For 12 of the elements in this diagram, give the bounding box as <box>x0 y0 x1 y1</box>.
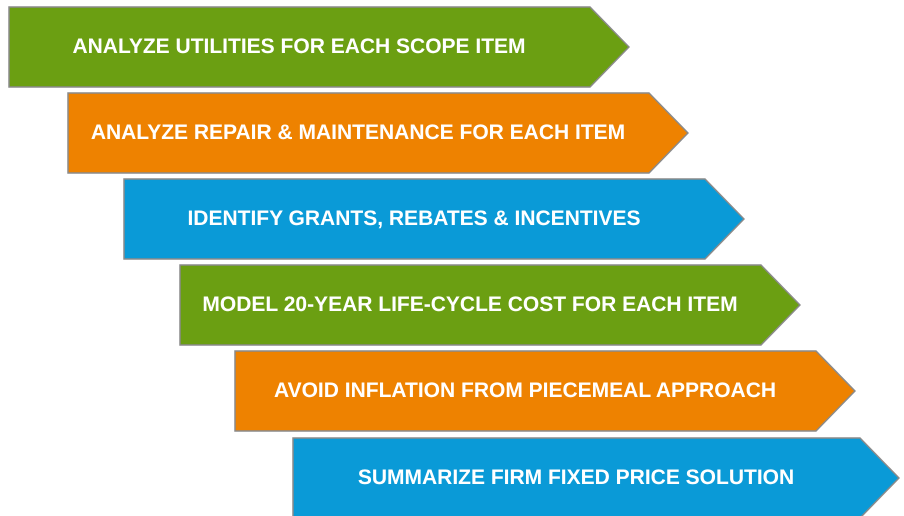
step-text: MODEL 20-YEAR LIFE-CYCLE COST FOR EACH ITEM <box>201 293 739 317</box>
process-step-banner <box>8 6 630 88</box>
process-step-banner <box>67 92 689 174</box>
process-step-banner <box>123 178 745 260</box>
process-step-banner <box>292 437 900 516</box>
step-text: ANALYZE UTILITIES FOR EACH SCOPE ITEM <box>71 35 527 59</box>
process-step-banner <box>179 264 801 346</box>
step-text: IDENTIFY GRANTS, REBATES & INCENTIVES <box>186 207 642 231</box>
process-step-banner <box>234 350 856 432</box>
step-text: AVOID INFLATION FROM PIECEMEAL APPROACH <box>272 379 778 403</box>
step-text: ANALYZE REPAIR & MAINTENANCE FOR EACH ITEM <box>90 121 626 145</box>
step-text: SUMMARIZE FIRM FIXED PRICE SOLUTION <box>356 466 796 490</box>
